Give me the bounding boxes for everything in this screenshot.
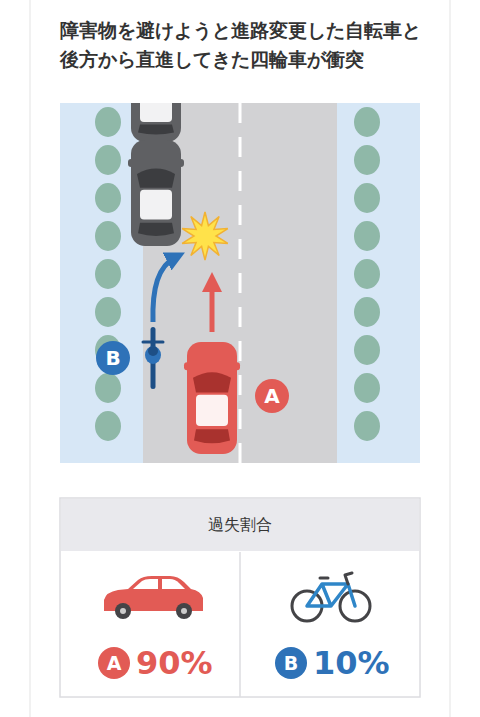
table-header: 過失割合 (61, 499, 419, 551)
card-edge (449, 0, 451, 717)
tree (95, 297, 121, 327)
label-letter: B (284, 654, 298, 673)
bicycle-icon (292, 573, 370, 621)
percentage: 10% (313, 647, 390, 679)
tree (354, 145, 380, 175)
label-circle: B (96, 341, 130, 375)
tree (95, 373, 121, 403)
card-edge (29, 0, 31, 717)
tree (354, 335, 380, 365)
car-icon (104, 576, 203, 619)
tree (95, 411, 121, 441)
tree (354, 259, 380, 289)
center-line (239, 103, 242, 463)
bike-arrow (153, 257, 176, 322)
table-divider (239, 552, 241, 697)
collision-star (182, 212, 228, 260)
car-top (128, 140, 184, 246)
bicycle-top (143, 327, 163, 389)
tree (95, 221, 121, 251)
tree (354, 373, 380, 403)
tree (354, 411, 380, 441)
car-top (184, 342, 240, 454)
tree (354, 297, 380, 327)
table-frame (60, 498, 420, 697)
tree (95, 183, 121, 213)
percentage: 90% (136, 647, 213, 679)
label-letter: A (107, 654, 122, 673)
label-letter: B (105, 348, 120, 368)
tree (354, 107, 380, 137)
header-text: 過失割合 (208, 517, 272, 533)
tree (354, 221, 380, 251)
label-circle: A (255, 379, 289, 413)
tree (95, 107, 121, 137)
car-top (128, 103, 184, 142)
table-cell: 10% B (241, 553, 419, 696)
sidewalk (60, 103, 420, 463)
tree (95, 145, 121, 175)
label-circle: A (98, 647, 130, 679)
tree (354, 183, 380, 213)
title: 障害物を避けようと進路変更した自転車と後方から直進してきた四輪車が衝突 (60, 16, 428, 73)
label-letter: A (264, 386, 279, 406)
car-arrow (210, 282, 215, 332)
table-cell: 90% A (61, 553, 239, 696)
label-circle: B (275, 647, 307, 679)
tree (95, 259, 121, 289)
